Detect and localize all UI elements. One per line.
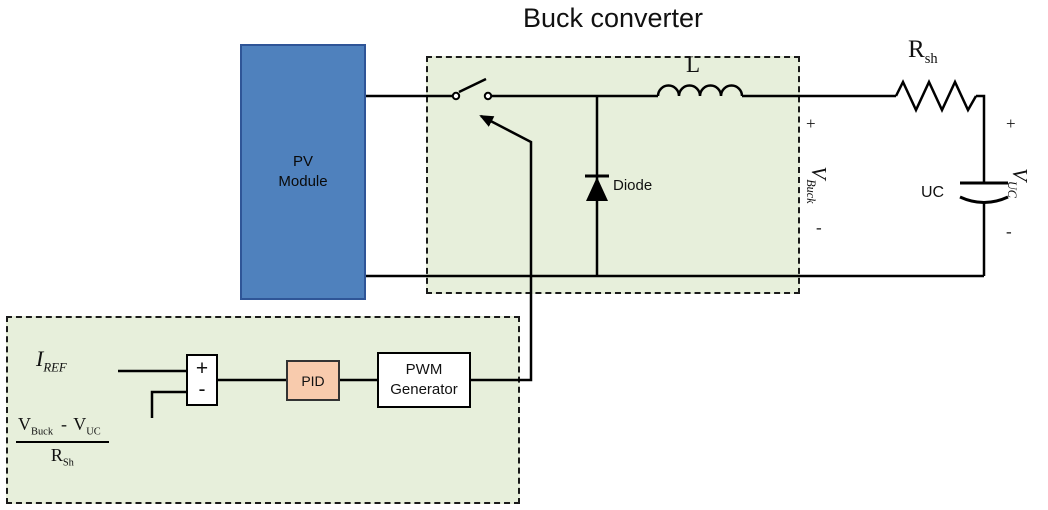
vuc-voltage-label: VUC (1004, 168, 1032, 198)
control-loop-panel (6, 316, 520, 504)
vbuck-plus-sign: + (806, 114, 816, 133)
switch-contact-right (483, 91, 493, 101)
vbuck-voltage-label: VBuck (803, 166, 831, 203)
formula-vbuck-subscript: Buck (31, 426, 54, 438)
shunt-resistor-label: Rsh (908, 36, 938, 68)
vuc-symbol: V (1008, 168, 1033, 181)
vbuck-minus-sign: - (816, 218, 822, 237)
pid-controller-block: PID (286, 360, 340, 401)
feedback-current-formula: VBuck- VUC RSh (16, 414, 109, 468)
formula-numerator: VBuck- VUC (16, 414, 109, 443)
pv-label-line1: PV (292, 152, 313, 170)
inductor-coil (656, 84, 744, 97)
formula-rsh-symbol: R (50, 444, 63, 465)
summing-minus-sign: - (198, 378, 206, 401)
diode-label: Diode (613, 177, 653, 194)
formula-vuc-symbol: V (73, 414, 87, 434)
vuc-plus-sign: + (1006, 114, 1016, 133)
formula-minus-sign: - (61, 414, 68, 434)
vbuck-subscript: Buck (803, 179, 818, 204)
pwm-label-line1: PWM (405, 360, 443, 378)
summing-plus-sign: + (195, 357, 209, 380)
rsh-subscript: sh (924, 51, 938, 67)
resistor-down-wire (976, 94, 986, 183)
diagram-title: Buck converter (522, 3, 704, 33)
vuc-subscript: UC (1004, 180, 1019, 198)
formula-denominator: RSh (16, 443, 109, 469)
pv-label-line2: Module (278, 173, 328, 190)
summing-junction: + - (186, 354, 218, 406)
inductor-label: L (686, 52, 701, 77)
resistor-zigzag (894, 79, 978, 113)
pwm-control-wire (471, 114, 533, 382)
pwm-generator-block: PWM Generator (377, 352, 471, 408)
pv-module-block: PV Module (240, 44, 366, 300)
pwm-label-line2: Generator (390, 381, 458, 398)
formula-rsh-subscript: Sh (62, 457, 74, 469)
ultracapacitor-label: UC (921, 184, 945, 201)
iref-subscript: REF (43, 360, 67, 375)
reference-current-label: IREF (36, 346, 67, 375)
formula-vuc-subscript: UC (86, 426, 101, 438)
vbuck-symbol: V (807, 166, 832, 180)
formula-vbuck-symbol: V (18, 414, 31, 434)
feedback-wire (150, 390, 186, 418)
iref-symbol: I (36, 346, 44, 371)
diode-triangle (586, 177, 608, 201)
rsh-symbol: R (908, 36, 925, 63)
switch-blade (458, 77, 487, 94)
switch-contact-left (451, 91, 461, 101)
vuc-minus-sign: - (1006, 222, 1012, 241)
pid-label: PID (301, 372, 325, 389)
